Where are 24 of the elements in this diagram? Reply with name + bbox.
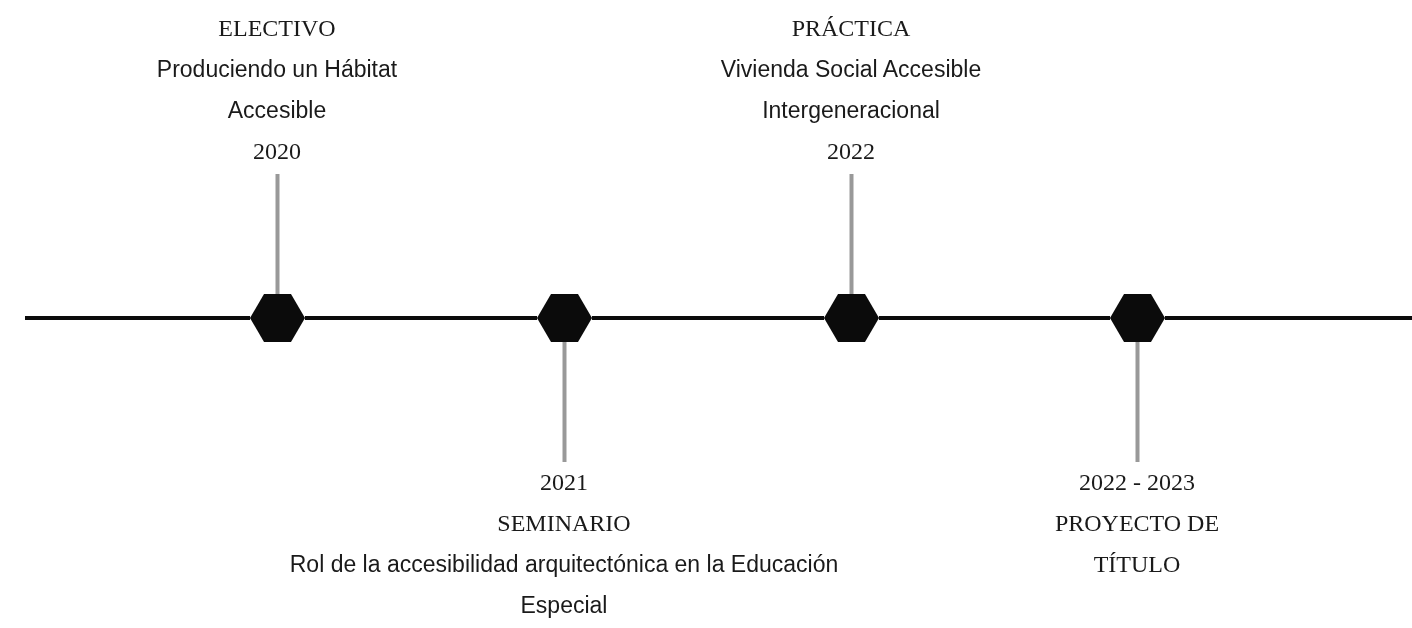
hexagon-marker <box>250 294 305 342</box>
leader-line <box>1135 342 1140 462</box>
description-text: Vivienda Social Accesible Intergeneracional <box>719 55 983 125</box>
timeline-line <box>1165 316 1412 320</box>
timeline-label-text: PRÁCTICA <box>791 14 911 43</box>
description-text: Rol de la accesibilidad arquitectónica en la Educación Especial <box>289 550 839 620</box>
hexagon-marker <box>1110 294 1165 342</box>
timeline-label-text: 2022 - 2023 <box>1079 468 1195 497</box>
timeline-line <box>592 316 824 320</box>
timeline-label-text: SEMINARIO <box>497 509 631 538</box>
timeline-label-text: PROYECTO DE TÍTULO <box>1053 509 1221 579</box>
leader-line <box>275 174 280 294</box>
description-text: Produciendo un Hábitat Accesible <box>155 55 399 125</box>
timeline-line <box>879 316 1110 320</box>
timeline-line <box>305 316 537 320</box>
timeline-line <box>25 316 250 320</box>
timeline-label-text: 2021 <box>540 468 588 497</box>
timeline-label-text: 2020 <box>253 137 301 166</box>
hexagon-marker <box>824 294 879 342</box>
leader-line <box>849 174 854 294</box>
hexagon-marker <box>537 294 592 342</box>
timeline-label-text: 2022 <box>827 137 875 166</box>
timeline-label-text: ELECTIVO <box>218 14 336 43</box>
leader-line <box>562 342 567 462</box>
